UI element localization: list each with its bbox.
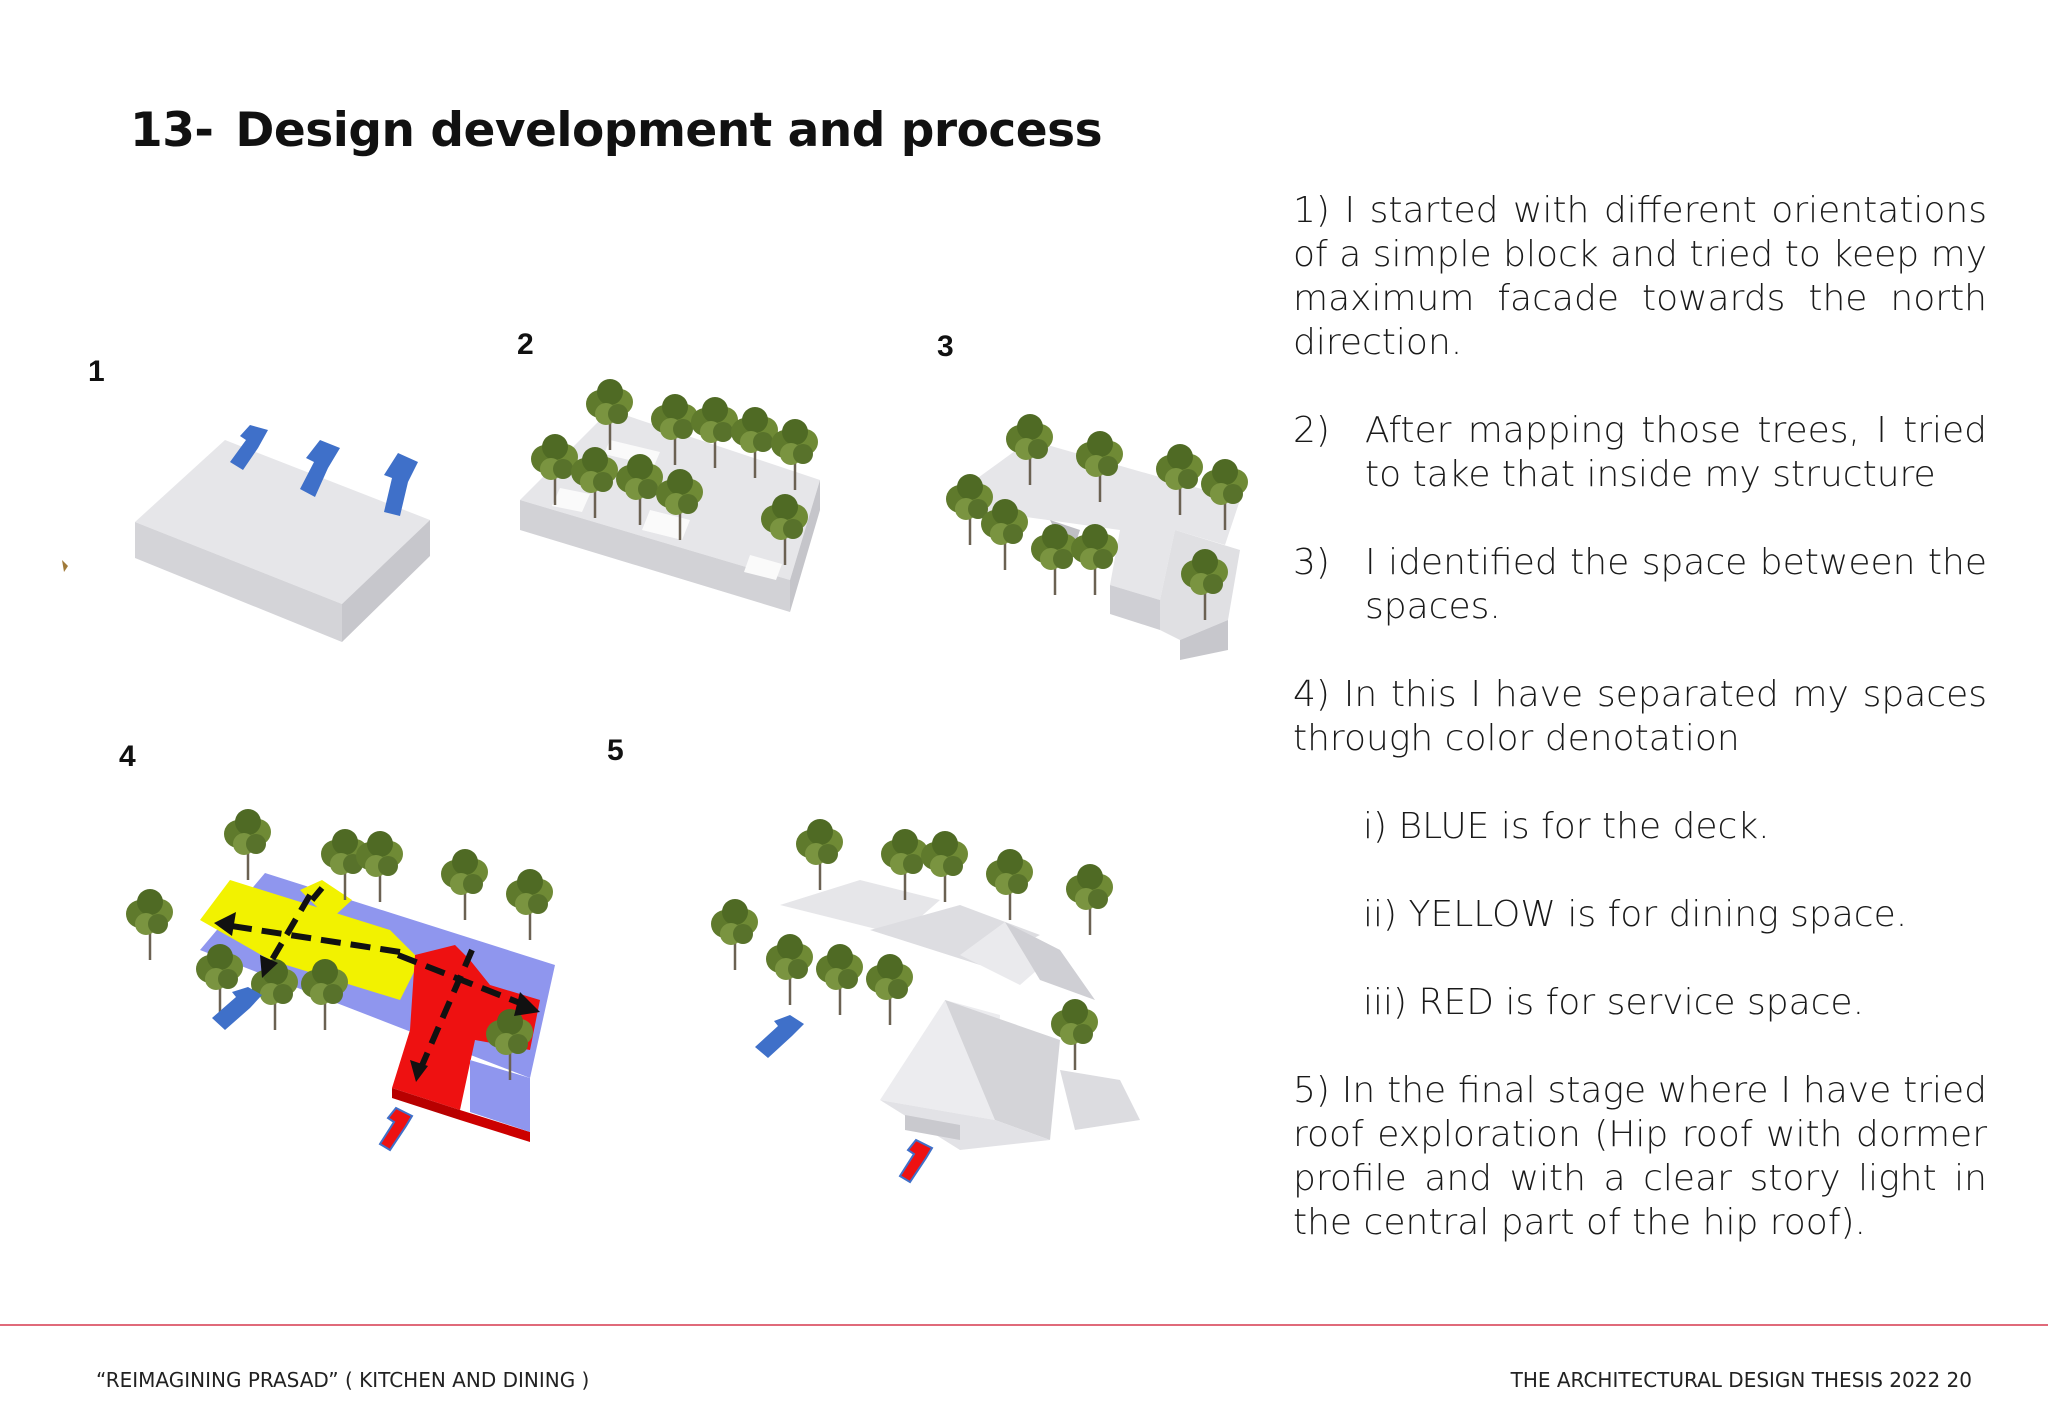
diagram-5-hip-roof [709, 817, 1140, 1184]
step-3: 3) I identified the space between the sp… [1293, 541, 1987, 629]
figure-label-4: 4 [119, 740, 136, 773]
color-key-blue: i) BLUE is for the deck. [1363, 806, 1770, 847]
footer-project-title: “REIMAGINING PRASAD” ( KITCHEN AND DININ… [96, 1368, 590, 1392]
figure-label-5: 5 [607, 734, 624, 767]
figure-label-1: 1 [88, 355, 105, 388]
north-arrow-icon [230, 425, 268, 470]
figure-label-2: 2 [517, 328, 534, 361]
title-text: Design development and process [235, 103, 1103, 158]
entry-arrow-icon [212, 987, 262, 1030]
page-title: 13- Design development and process [130, 103, 1103, 158]
diagram-2-tree-block [520, 377, 820, 612]
step-3-text: I identified the space between the space… [1365, 542, 1987, 627]
step-1-text: 1) I started with different orientations… [1293, 190, 1987, 363]
step-2: 2) After mapping those trees, I tried to… [1293, 409, 1987, 497]
step-5-text: 5) In the final stage where I have tried… [1293, 1070, 1987, 1243]
diagram-1-block [62, 425, 430, 642]
description-column: 1) I started with different orientations… [1293, 189, 1987, 1245]
step-4-text: 4) In this I have separated my spaces th… [1293, 674, 1987, 759]
title-number: 13- [130, 103, 214, 158]
step-2-text: After mapping those trees, I tried to ta… [1365, 410, 1987, 495]
service-zone [392, 945, 540, 1110]
diagram-4-color-zones [124, 807, 555, 1152]
color-key-red: iii) RED is for service space. [1363, 982, 1865, 1023]
service-entry-arrow-icon [378, 1106, 414, 1152]
footer-divider [0, 1324, 2048, 1326]
service-entry-arrow-icon [898, 1138, 934, 1184]
entry-arrow-icon [755, 1015, 804, 1058]
north-arrow-icon [384, 453, 418, 516]
figure-label-3: 3 [937, 330, 954, 363]
step-3-number: 3) [1293, 542, 1330, 583]
step-2-number: 2) [1293, 410, 1330, 451]
north-arrow-icon [300, 440, 340, 497]
footer-thesis-page: THE ARCHITECTURAL DESIGN THESIS 2022 20 [1510, 1368, 1972, 1392]
color-key-yellow: ii) YELLOW is for dining space. [1363, 894, 1908, 935]
diagram-3-courtyard-block [944, 412, 1250, 660]
